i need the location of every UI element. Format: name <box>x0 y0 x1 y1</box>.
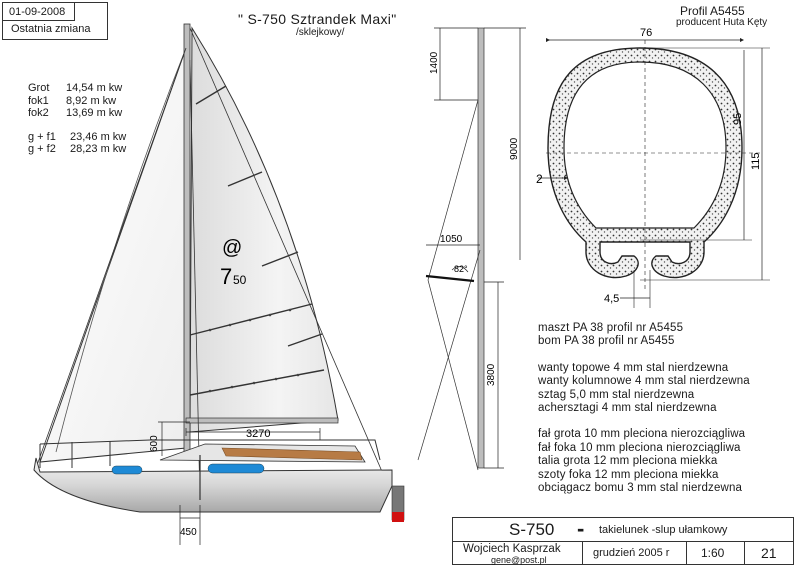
sail-area-row: fok1 8,92 m kw <box>28 95 126 108</box>
backstay <box>189 27 391 491</box>
forestay <box>35 47 187 469</box>
profile-height-inner: 95 <box>732 113 744 125</box>
dim-mast-total: 9000 <box>509 137 520 160</box>
spec-line: wanty kolumnowe 4 mm stal nierdzewna <box>538 375 750 388</box>
drawing-subtitle: /sklejkowy/ <box>296 27 345 38</box>
profile-title: Profil A5455 <box>680 4 745 18</box>
sail-area-label: g + f2 <box>28 143 56 155</box>
title-description: takielunek -slup ułamkowy <box>599 524 728 536</box>
sheet-cell: 21 <box>745 542 793 565</box>
mainsail <box>189 26 339 433</box>
sail-area-label: g + f1 <box>28 130 56 143</box>
title-date: grudzień 2005 r <box>593 547 670 559</box>
spec-line: bom PA 38 profil nr A5455 <box>538 335 675 348</box>
rigging-specs: maszt PA 38 profil nr A5455 bom PA 38 pr… <box>538 322 750 495</box>
sail-areas-list: Grot 14,54 m kw fok1 8,92 m kw fok2 13,69 m… <box>28 82 126 156</box>
title-scale: 1:60 <box>701 546 725 560</box>
revision-box: 01-09-2008 Ostatnia zmiana <box>2 2 108 40</box>
hull-window <box>111 465 143 475</box>
lower-shroud <box>427 279 479 471</box>
dim-base: 450 <box>180 527 197 538</box>
title-row: S-750 - takielunek -slup ułamkowy <box>453 516 793 542</box>
title-dash: - <box>577 516 585 541</box>
author-email: gene@post.pl <box>491 555 547 565</box>
sail-area-label: fok2 <box>28 107 49 119</box>
shroud <box>189 59 201 501</box>
spec-line: talia grota 12 mm pleciona miekka <box>538 455 718 468</box>
profile-producer: producent Huta Kęty <box>676 17 768 28</box>
mast-elevation <box>477 27 485 469</box>
profile-slot: 4,5 <box>604 293 619 305</box>
mast <box>183 23 191 455</box>
sail-mark-number: 7 <box>220 264 232 289</box>
dim-spreader: 1050 <box>440 234 463 245</box>
spec-line: obciągacz bomu 3 mm stal nierdzewna <box>538 482 743 495</box>
sail-area-row: Grot 14,54 m kw <box>28 82 126 95</box>
title-block: S-750 - takielunek -slup ułamkowy Wojcie… <box>452 516 794 565</box>
spec-line: sztag 5,0 mm stal nierdzewna <box>538 388 695 401</box>
wooden-toe-rail <box>221 447 363 461</box>
revision-label: Ostatnia zmiana <box>11 23 91 35</box>
revision-date: 01-09-2008 <box>3 3 75 21</box>
sail-area-row: g + f2 28,23 m kw <box>28 143 126 156</box>
sail-mark-sub: 50 <box>233 273 247 287</box>
spec-line: achersztagi 4 mm stal nierdzewna <box>538 402 717 415</box>
upper-shroud <box>427 99 479 281</box>
reef-points <box>208 308 300 393</box>
sail-area-label: Grot <box>28 82 50 94</box>
title-model: S-750 <box>509 520 555 539</box>
boom <box>185 417 339 424</box>
sail-area-value: 14,54 m kw <box>66 82 123 94</box>
profile-width: 76 <box>640 27 652 39</box>
sail-area-value: 8,92 m kw <box>66 94 117 107</box>
spec-line: wanty topowe 4 mm stal nierdzewna <box>538 361 729 374</box>
sail-area-value: 23,46 m kw <box>70 130 127 143</box>
scale-cell: 1:60 <box>687 542 745 565</box>
deck-rail <box>39 439 381 461</box>
author-name: Wojciech Kasprzak <box>463 543 561 555</box>
hull <box>33 457 393 513</box>
sail-area-row: fok2 13,69 m kw <box>28 107 126 120</box>
sail-area-row: g + f1 23,46 m kw <box>28 131 126 144</box>
dim-mast-lower: 3800 <box>486 363 497 386</box>
title-sheet: 21 <box>761 545 777 561</box>
profile-wall: 2 <box>536 172 543 186</box>
dim-boom-height: 600 <box>149 435 160 452</box>
dim-spreader-angle: 82° <box>454 264 468 274</box>
spec-line: szoty foka 12 mm pleciona miekka <box>538 468 719 481</box>
dim-boom-length: 3270 <box>246 428 270 440</box>
dim-mast-top: 1400 <box>429 51 440 74</box>
author-cell: Wojciech Kasprzak gene@post.pl <box>453 542 583 565</box>
drawing-title: " S-750 Sztrandek Maxi" <box>238 11 397 27</box>
spec-line: fał foka 10 mm pleciona nierozciągliwa <box>538 441 741 454</box>
date-cell: grudzień 2005 r <box>583 542 687 565</box>
sail-area-value: 28,23 m kw <box>70 143 127 155</box>
hull-window <box>207 463 265 474</box>
spec-line: fał grota 10 mm pleciona nierozciągliwa <box>538 428 746 441</box>
sail-area-value: 13,69 m kw <box>66 107 123 119</box>
sail-area-label: fok1 <box>28 94 49 107</box>
spreader <box>425 274 475 283</box>
profile-height-total: 115 <box>750 152 762 170</box>
sail-mark-symbol: @ <box>222 237 242 259</box>
spec-line: maszt PA 38 profil nr A5455 <box>538 322 684 334</box>
